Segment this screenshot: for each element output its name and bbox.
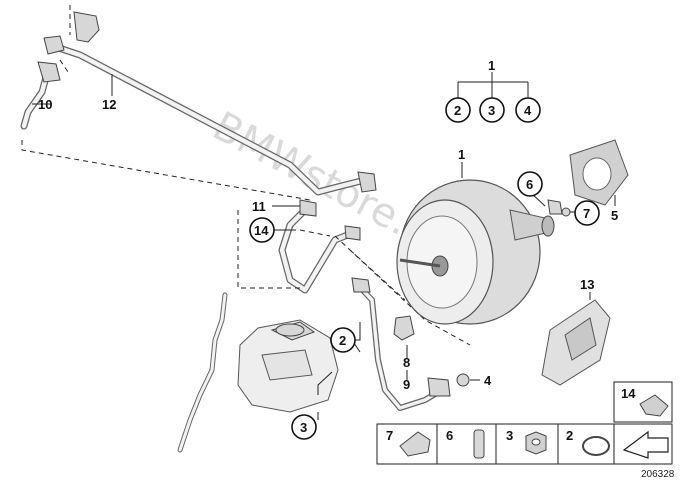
callout-3-top: 3 [488,103,495,118]
callout-1-top: 1 [488,58,495,73]
brake-booster [396,179,555,325]
callout-6: 6 [526,177,533,192]
callout-3-bottom: 3 [300,420,307,435]
legend-label-14: 14 [621,386,636,401]
callout-5: 5 [611,208,618,223]
bracket-part [541,299,611,386]
valve-part [393,315,415,341]
callout-11: 11 [252,199,266,214]
callout-8: 8 [403,355,410,370]
callout-12: 12 [102,97,116,112]
callout-13: 13 [580,277,594,292]
brake-fluid-reservoir [237,319,339,413]
clip-icon [639,394,669,417]
pin-icon [473,429,485,459]
callout-10: 10 [38,97,52,112]
arrow-icon [622,430,669,459]
callout-7: 7 [583,206,590,221]
spring-clip-icon [399,431,431,457]
grommet-part [456,373,470,387]
legend-label-2: 2 [566,428,573,443]
legend-label-6: 6 [446,428,453,443]
legend-label-7: 7 [386,428,393,443]
doc-number: 206328 [641,469,675,480]
nut-part [561,207,571,217]
callout-2-top: 2 [454,103,461,118]
callout-4-mid: 4 [484,373,492,388]
clevis-part [547,199,563,215]
o-ring-icon [582,436,610,456]
callout-14: 14 [254,223,269,238]
callout-2-mid: 2 [339,333,346,348]
callout-1-booster: 1 [458,147,465,162]
callout-9: 9 [403,377,410,392]
gasket-part [569,139,629,206]
parts-legend: 14 7 6 3 2 [376,381,673,465]
legend-label-3: 3 [506,428,513,443]
vacuum-line-assembly [20,11,377,294]
callout-4-top: 4 [524,103,532,118]
